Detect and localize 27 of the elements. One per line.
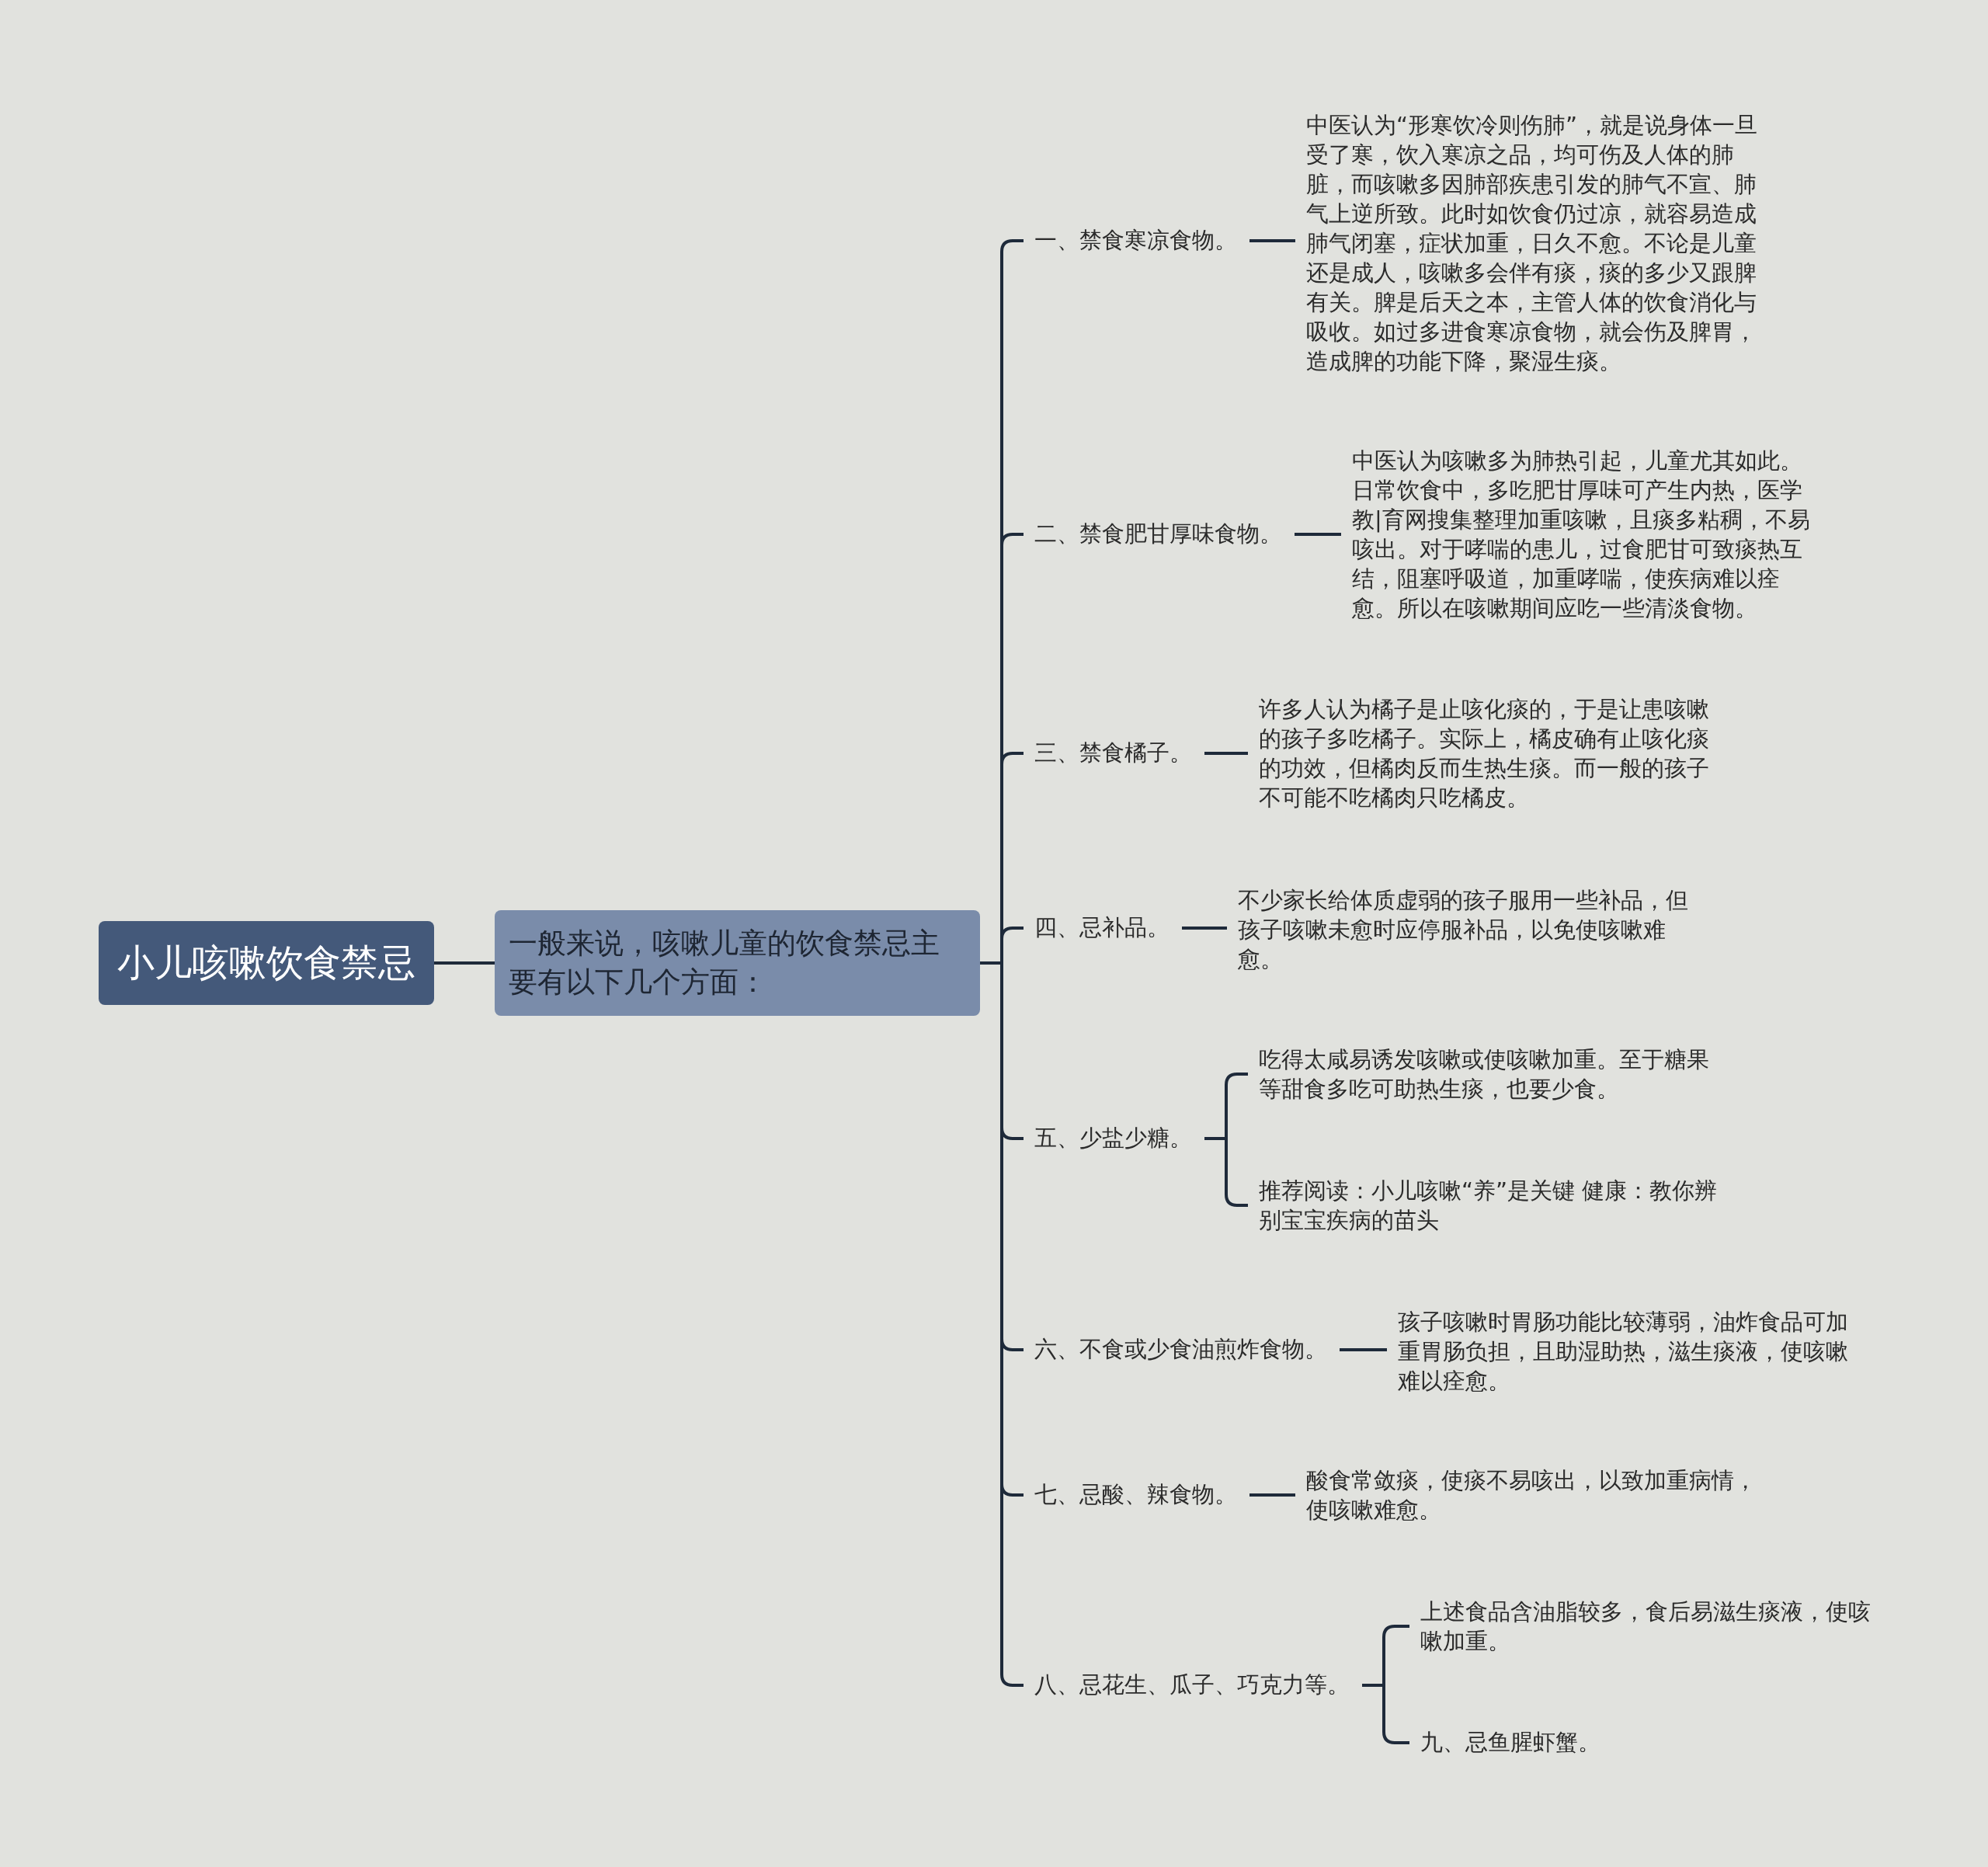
branch-label: 六、不食或少食油煎炸食物。 [1024, 1331, 1340, 1368]
connector-line [1204, 752, 1248, 755]
branch-label: 九、忌鱼腥虾蟹。 [1409, 1724, 1613, 1761]
detail-text: 上述食品含油脂较多，食后易滋生痰液，使咳嗽加重。 [1409, 1595, 1895, 1657]
branch-label: 七、忌酸、辣食物。 [1024, 1476, 1249, 1514]
branch-label: 二、禁食肥甘厚味食物。 [1024, 516, 1295, 553]
detail-text: 推荐阅读：小儿咳嗽“养”是关键 健康：教你辨别宝宝疾病的苗头 [1248, 1174, 1733, 1236]
branch-label: 四、忌补品。 [1024, 909, 1182, 947]
connector-line [1295, 533, 1341, 536]
branch-label: 八、忌花生、瓜子、巧克力等。 [1024, 1667, 1362, 1704]
detail-text: 吃得太咸易诱发咳嗽或使咳嗽加重。至于糖果等甜食多吃可助热生痰，也要少食。 [1248, 1043, 1733, 1105]
detail-text: 中医认为“形寒饮冷则伤肺”，就是说身体一旦受了寒，饮入寒凉之品，均可伤及人体的肺脏，而咳嗽多因肺部疾患引发的肺气不宣、肺气上逆所致。此时如饮食仍过凉，就容易造成肺气闭塞，症状加重，日久不愈。不论是儿童还是成人，咳嗽多会伴有痰，痰的多少又跟脾有关。脾是后天之本，主管人体的饮食消化与吸收。如过多进食寒凉食物，就会伤及脾胃，造成脾的功能下降，聚湿生痰。 [1295, 109, 1781, 377]
connector-line [1249, 1493, 1295, 1497]
branch-label: 一、禁食寒凉食物。 [1024, 222, 1249, 259]
subtopic-box: 一般来说，咳嗽儿童的饮食禁忌主要有以下几个方面： [495, 910, 980, 1016]
connector-line [1182, 927, 1227, 930]
branch-label: 三、禁食橘子。 [1024, 735, 1204, 772]
detail-text: 酸食常敛痰，使痰不易咳出，以致加重病情，使咳嗽难愈。 [1295, 1464, 1781, 1526]
detail-text: 许多人认为橘子是止咳化痰的，于是让患咳嗽的孩子多吃橘子。实际上，橘皮确有止咳化痰的功效，但橘肉反而生热生痰。而一般的孩子不可能不吃橘肉只吃橘皮。 [1248, 693, 1733, 814]
root-topic-box: 小儿咳嗽饮食禁忌 [99, 921, 434, 1005]
detail-text: 中医认为咳嗽多为肺热引起，儿童尤其如此。日常饮食中，多吃肥甘厚味可产生内热，医学教|育网搜集整理加重咳嗽，且痰多粘稠，不易咳出。对于哮喘的患儿，过食肥甘可致痰热互结，阻塞呼吸道，加重哮喘，使疾病难以痊愈。所以在咳嗽期间应吃一些清淡食物。 [1341, 444, 1826, 624]
branch-label: 五、少盐少糖。 [1024, 1120, 1204, 1157]
detail-text: 孩子咳嗽时胃肠功能比较薄弱，油炸食品可加重胃肠负担，且助湿助热，滋生痰液，使咳嗽难以痊愈。 [1387, 1306, 1872, 1397]
detail-text: 不少家长给体质虚弱的孩子服用一些补品，但孩子咳嗽未愈时应停服补品，以免使咳嗽难愈。 [1227, 884, 1716, 975]
connector-line [1249, 239, 1295, 242]
connector-line [434, 961, 495, 965]
connector-line [1340, 1348, 1387, 1351]
